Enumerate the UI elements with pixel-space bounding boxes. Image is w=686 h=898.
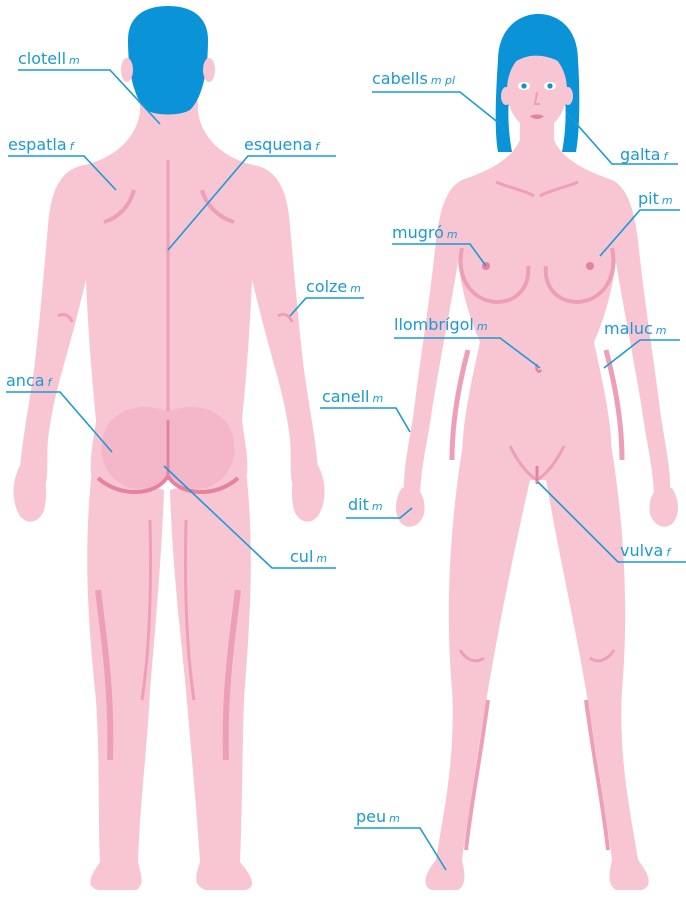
label-pit-word: pit bbox=[638, 189, 659, 208]
leader-peu bbox=[354, 828, 446, 870]
label-dit-word: dit bbox=[348, 495, 369, 514]
label-colze-gender: m bbox=[350, 282, 361, 295]
label-anca-gender: f bbox=[48, 376, 52, 389]
leader-canell bbox=[320, 408, 410, 432]
label-peu-word: peu bbox=[356, 807, 386, 826]
label-canell-gender: m bbox=[372, 392, 383, 405]
label-vulva-word: vulva bbox=[620, 541, 663, 560]
label-esquena-gender: f bbox=[315, 140, 319, 153]
female-right-hand bbox=[649, 488, 678, 527]
male-right-leg bbox=[170, 470, 252, 890]
label-clotell-word: clotell bbox=[18, 49, 66, 68]
label-peu-gender: m bbox=[389, 812, 400, 825]
leader-cabells bbox=[372, 92, 500, 124]
male-hair-back bbox=[128, 6, 208, 115]
male-left-leg bbox=[87, 470, 164, 890]
label-canell-word: canell bbox=[322, 387, 369, 406]
label-espatla-word: espatla bbox=[8, 135, 67, 154]
leader-colze bbox=[290, 298, 364, 316]
label-anca-word: anca bbox=[6, 371, 45, 390]
male-right-hand bbox=[292, 462, 325, 522]
label-pit-gender: m bbox=[662, 194, 673, 207]
female-right-leg bbox=[546, 450, 649, 890]
label-cabells-word: cabells bbox=[372, 69, 428, 88]
label-cul-gender: m bbox=[316, 552, 327, 565]
label-dit-gender: m bbox=[372, 500, 383, 513]
label-clotell-gender: m bbox=[69, 54, 80, 67]
label-mugro-gender: m bbox=[447, 228, 458, 241]
label-galta-gender: f bbox=[663, 150, 667, 163]
label-vulva-gender: f bbox=[666, 546, 670, 559]
label-galta-word: galta bbox=[620, 145, 660, 164]
female-left-hand bbox=[396, 488, 425, 527]
label-esquena-word: esquena bbox=[244, 135, 312, 154]
female-nipple-right bbox=[586, 262, 594, 270]
label-cabells-gender: m pl bbox=[431, 74, 455, 87]
label-maluc-word: maluc bbox=[604, 319, 653, 338]
label-mugro-word: mugró bbox=[392, 223, 444, 242]
label-llombrigol-gender: m bbox=[477, 320, 488, 333]
label-espatla-gender: f bbox=[70, 140, 74, 153]
label-llombrigol-word: llombrígol bbox=[394, 315, 474, 334]
label-colze-word: colze bbox=[306, 277, 347, 296]
label-cul-word: cul bbox=[290, 547, 313, 566]
label-maluc-gender: m bbox=[656, 324, 667, 337]
female-left-leg bbox=[425, 450, 530, 890]
male-left-hand bbox=[13, 462, 46, 522]
